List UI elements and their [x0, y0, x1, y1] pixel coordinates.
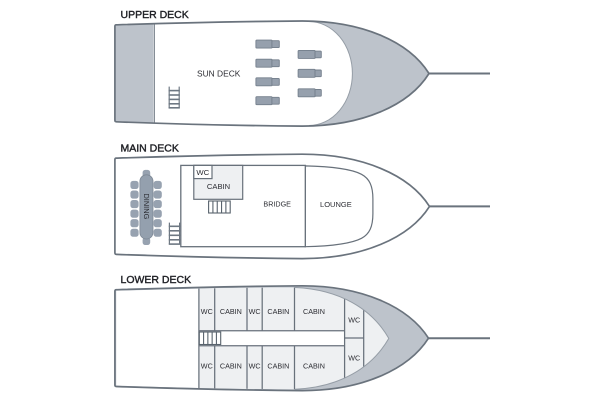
- svg-text:SUN DECK: SUN DECK: [197, 68, 241, 78]
- svg-text:WC: WC: [201, 307, 213, 316]
- svg-text:CABIN: CABIN: [220, 307, 242, 316]
- svg-text:WC: WC: [348, 353, 360, 362]
- svg-text:WC: WC: [201, 362, 213, 371]
- svg-text:WC: WC: [348, 315, 360, 324]
- svg-text:WC: WC: [196, 168, 209, 177]
- svg-text:WC: WC: [249, 307, 261, 316]
- svg-text:BRIDGE: BRIDGE: [263, 200, 291, 209]
- svg-text:CABIN: CABIN: [303, 362, 325, 371]
- svg-text:UPPER DECK: UPPER DECK: [121, 9, 189, 21]
- svg-text:CABIN: CABIN: [267, 362, 289, 371]
- svg-text:CABIN: CABIN: [267, 307, 289, 316]
- svg-text:MAIN DECK: MAIN DECK: [121, 143, 179, 155]
- svg-text:CABIN: CABIN: [303, 307, 325, 316]
- svg-text:WC: WC: [249, 362, 261, 371]
- svg-text:CABIN: CABIN: [207, 182, 230, 191]
- svg-text:DINING: DINING: [142, 193, 151, 219]
- svg-text:LOUNGE: LOUNGE: [320, 200, 352, 209]
- svg-text:CABIN: CABIN: [220, 362, 242, 371]
- svg-text:LOWER DECK: LOWER DECK: [121, 274, 192, 286]
